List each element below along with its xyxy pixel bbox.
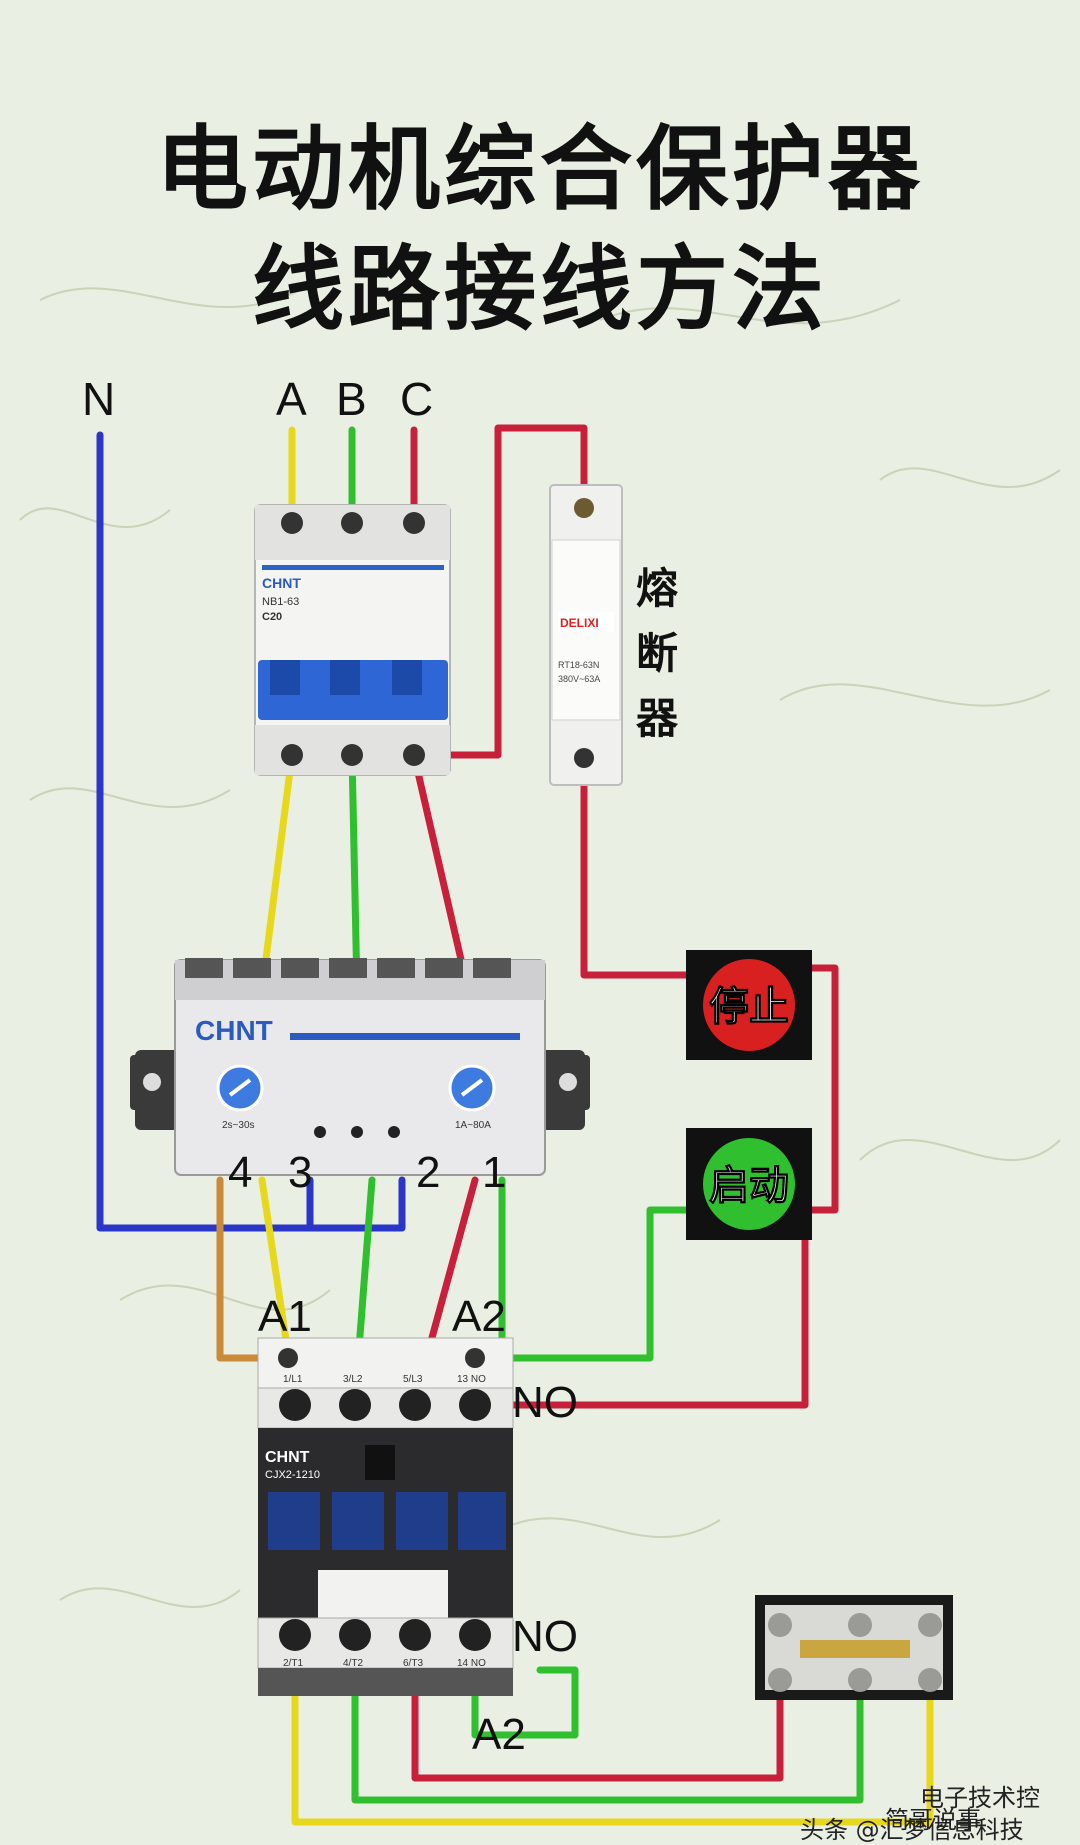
contactor-brand: CHNT <box>265 1449 310 1466</box>
stop-button <box>686 950 812 1060</box>
no-label-bottom: NO <box>512 1612 578 1661</box>
phase-label-c: C <box>400 373 434 425</box>
wire-breaker-a-out <box>258 751 296 994</box>
watermark-line2: 简哥说事 <box>885 1806 981 1834</box>
contactor-bottom-terminal-1: 2/T1 <box>283 1658 303 1669</box>
wire-start-to-no <box>471 1236 809 1409</box>
a2-label-bottom: A2 <box>472 1710 526 1759</box>
protector-dial-left: 2s~30s <box>222 1120 255 1131</box>
protector-dial-right: 1A~80A <box>455 1120 491 1131</box>
motor-terminal-block <box>755 1595 953 1700</box>
wire-breaker-c-out <box>410 751 472 994</box>
contactor <box>257 1337 514 1696</box>
coil-label-a2: A2 <box>452 1292 506 1341</box>
start-button-label: 启动 <box>709 1163 789 1209</box>
protector-terminal-4: 4 <box>228 1148 253 1197</box>
wire-motor-a <box>291 1636 934 1826</box>
fuse-brand: DELIXI <box>560 616 599 630</box>
fuse-label-char-2: 断 <box>636 630 679 677</box>
wire-breaker-b-out <box>348 751 361 994</box>
stop-button-label: 停止 <box>709 984 789 1030</box>
contactor-top-terminal-1: 1/L1 <box>283 1374 303 1385</box>
protector-terminal-2: 2 <box>416 1148 441 1197</box>
phase-label-b: B <box>336 373 367 425</box>
circuit-breaker <box>254 504 451 776</box>
fuse-label-char-1: 熔 <box>636 565 679 612</box>
phase-label-n: N <box>82 373 116 425</box>
fuse-label-char-3: 器 <box>636 695 679 742</box>
wire-motor-b <box>351 1636 864 1804</box>
contactor-bottom-terminal-4: 14 NO <box>457 1658 486 1669</box>
title-line2: 线路接线方法 <box>251 236 828 343</box>
start-button <box>686 1128 812 1240</box>
wire-c-to-fuse <box>410 424 588 759</box>
title-line1: 电动机综合保护器 <box>155 116 924 223</box>
no-label-top: NO <box>512 1378 578 1427</box>
protector-brand: CHNT <box>195 1015 273 1046</box>
contactor-top-terminal-3: 5/L3 <box>403 1374 423 1385</box>
wire-motor-c <box>411 1636 784 1782</box>
phase-label-a: A <box>276 373 307 425</box>
protector-terminal-1: 1 <box>482 1148 507 1197</box>
wire-no-loop <box>471 1636 579 1739</box>
breaker-rating: C20 <box>262 611 282 623</box>
contactor-bottom-terminal-3: 6/T3 <box>403 1658 423 1669</box>
contactor-model: CJX2-1210 <box>265 1469 320 1481</box>
motor-protector <box>130 958 590 1176</box>
contactor-top-terminal-2: 3/L2 <box>343 1374 363 1385</box>
breaker-brand: CHNT <box>262 575 301 591</box>
protector-terminal-3: 3 <box>288 1148 313 1197</box>
fuse-rating: 380V~63A <box>558 674 600 684</box>
contactor-bottom-terminal-2: 4/T2 <box>343 1658 363 1669</box>
wire-fuse-to-stop <box>580 754 694 979</box>
fuse-holder <box>549 484 623 786</box>
coil-label-a1: A1 <box>258 1292 312 1341</box>
wire-start-to-a2 <box>471 1206 694 1362</box>
contactor-top-terminal-4: 13 NO <box>457 1374 486 1385</box>
wire-stop-to-start <box>808 964 839 1214</box>
fuse-model: RT18-63N <box>558 660 599 670</box>
watermark-line3: 头条 @汇梦信息科技 <box>800 1816 1024 1844</box>
wire-neutral <box>96 431 406 1232</box>
watermark-line1: 电子技术控 <box>920 1784 1040 1812</box>
breaker-model: NB1-63 <box>262 596 299 608</box>
